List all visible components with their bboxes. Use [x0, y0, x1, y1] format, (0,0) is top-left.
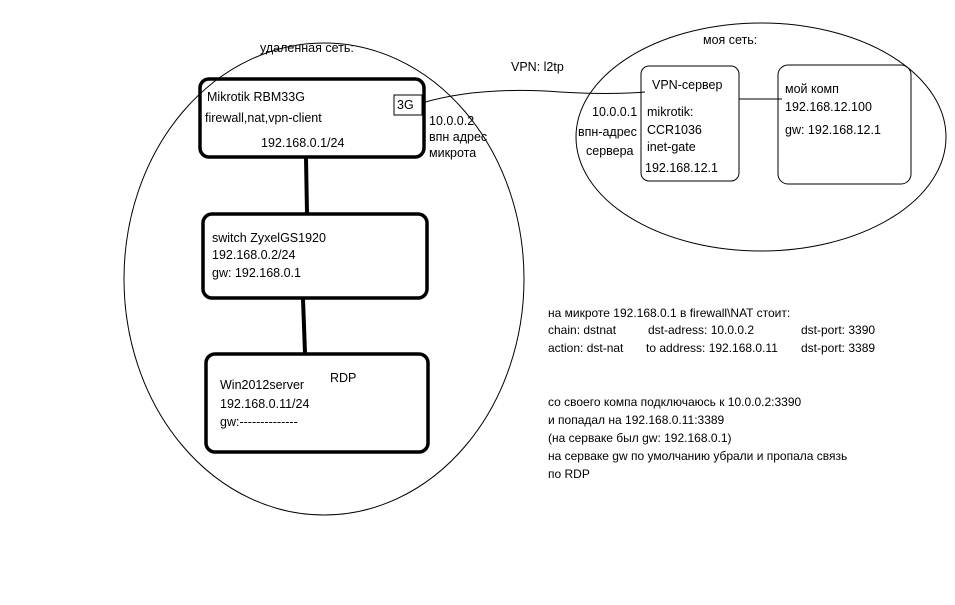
router-name: Mikrotik RBM33G [207, 90, 305, 104]
router-vpn-ip-desc-2: микрота [429, 146, 476, 160]
nat-rule2-chain: action: dst-nat [548, 341, 624, 355]
my-pc-box [777, 64, 912, 185]
remote-network-ellipse [123, 42, 525, 516]
note-line: со своего компа подключаюсь к 10.0.0.2:3… [548, 395, 802, 409]
vpn-server-ip-desc-1: впн-адрес [578, 125, 637, 139]
router-roles: firewall,nat,vpn-client [205, 111, 322, 125]
nat-rule1-port: dst-port: 3390 [801, 323, 875, 337]
router-box [198, 77, 426, 159]
vpn-server-ip-desc-2: сервера [586, 144, 634, 158]
nat-heading: на микроте 192.168.0.1 в firewall\NAT ст… [548, 306, 790, 320]
nat-rule2-port: dst-port: 3389 [801, 341, 875, 355]
router-3g-label: 3G [397, 98, 414, 112]
vpn-link-label: VPN: l2tp [511, 60, 564, 74]
my-network-label: моя сеть: [703, 33, 757, 47]
vpn-server-line1: mikrotik: [647, 105, 694, 119]
my-pc-ip: 192.168.12.100 [785, 100, 872, 114]
note-line: на серваке gw по умолчанию убрали и проп… [548, 449, 847, 463]
my-pc-gw: gw: 192.168.12.1 [785, 123, 881, 137]
server-gw: gw:-------------- [220, 415, 298, 429]
server-ip: 192.168.0.11/24 [220, 397, 309, 411]
router-3g-port [393, 94, 423, 116]
router-vpn-ip: 10.0.0.2 [429, 114, 474, 128]
vpn-link-line [421, 89, 646, 104]
vpn-server-line2: CCR1036 [647, 123, 702, 137]
vpn-server-box [640, 65, 740, 182]
server-name: Win2012server [220, 378, 304, 392]
my-network-ellipse [575, 22, 947, 252]
vpn-server-line4: 192.168.12.1 [645, 161, 718, 175]
router-ip: 192.168.0.1/24 [261, 136, 344, 150]
note-line: и попадал на 192.168.0.11:3389 [548, 413, 725, 427]
router-vpn-ip-desc-1: впн адрес [429, 130, 487, 144]
switch-ip: 192.168.0.2/24 [212, 248, 295, 262]
nat-rule1-chain: chain: dstnat [548, 323, 617, 337]
vpn-server-title: VPN-сервер [652, 78, 722, 92]
nat-rule1-addr: dst-adress: 10.0.0.2 [648, 323, 754, 337]
link-router-switch [304, 157, 309, 214]
server-service: RDP [330, 371, 356, 385]
vpn-server-ip: 10.0.0.1 [592, 105, 637, 119]
note-line: по RDP [548, 467, 590, 481]
switch-gw: gw: 192.168.0.1 [212, 266, 301, 280]
switch-name: switch ZyxelGS1920 [212, 231, 326, 245]
link-switch-server [301, 298, 307, 354]
nat-rule2-addr: to address: 192.168.0.11 [646, 341, 778, 355]
note-line: (на серваке был gw: 192.168.0.1) [548, 431, 732, 445]
switch-box [201, 212, 429, 300]
remote-network-label: удаленная сеть: [260, 41, 354, 55]
server-box [204, 352, 430, 454]
my-pc-title: мой комп [785, 82, 839, 96]
vpn-server-line3: inet-gate [647, 140, 696, 154]
